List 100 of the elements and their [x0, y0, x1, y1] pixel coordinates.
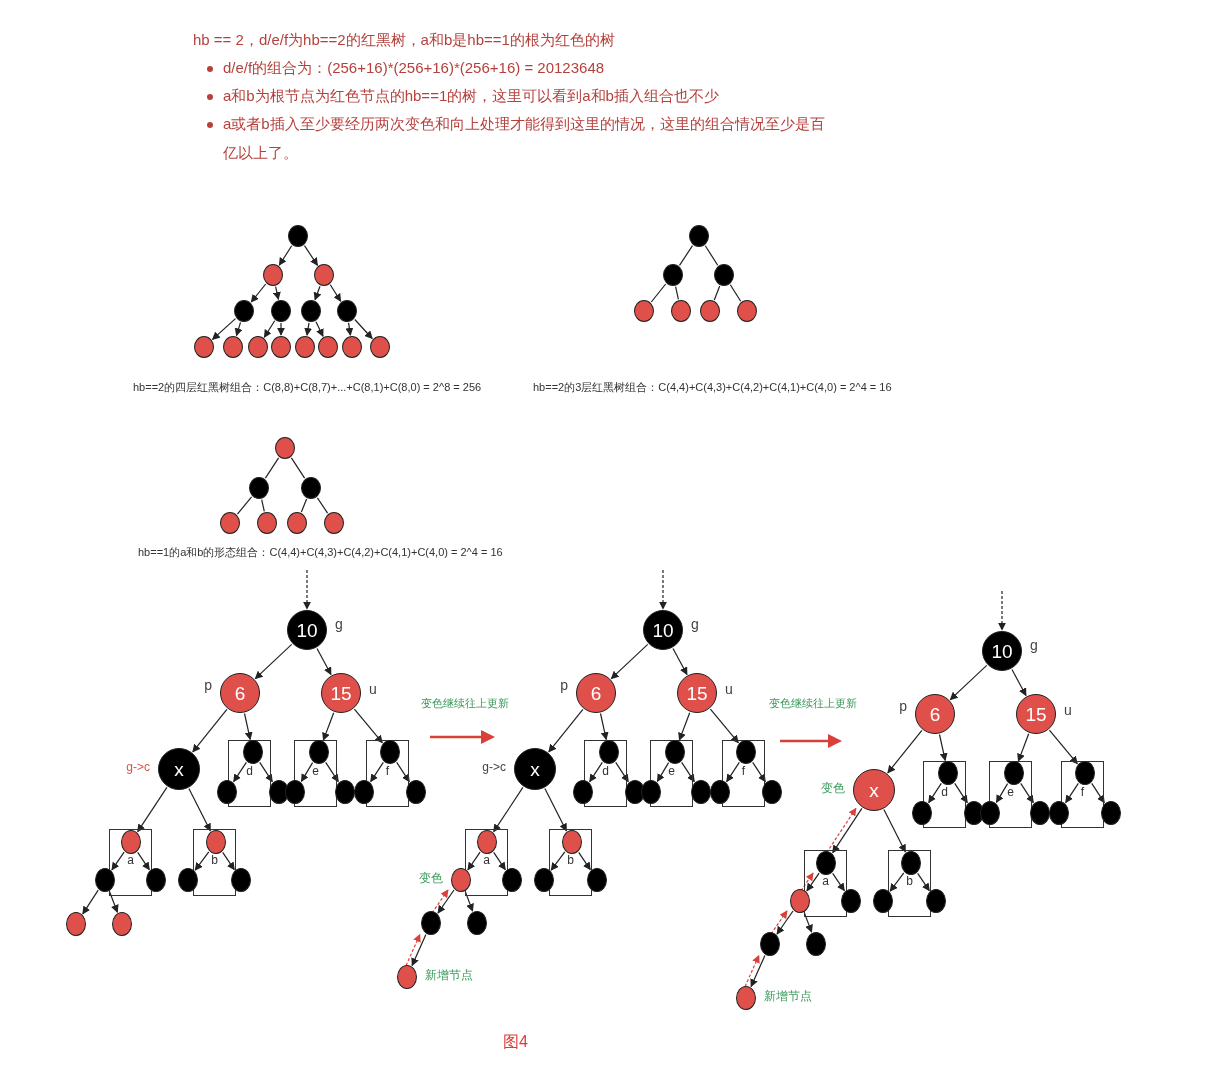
- note-text: a和b为根节点为红色节点的hb==1的树，这里可以看到a和b插入组合也不少: [223, 86, 719, 106]
- tree-arrow: [681, 761, 695, 783]
- tree-arrow: [1011, 668, 1027, 697]
- tree-node-circle: [287, 610, 327, 650]
- tree-arrow: [954, 782, 968, 804]
- tree-node-circle: [249, 477, 269, 499]
- tree-node-circle: [318, 336, 338, 358]
- tree-arrow: [889, 872, 905, 892]
- tree-node-circle: [677, 673, 717, 713]
- tree-arrow: [254, 643, 293, 680]
- tree-node-circle: [476, 829, 497, 854]
- tree-edge: [678, 245, 694, 266]
- tree-arrow: [300, 762, 314, 783]
- node-value: 6: [929, 704, 941, 724]
- tree-arrow: [544, 788, 567, 832]
- tree-arrow: [250, 283, 267, 303]
- tree-node-circle: [664, 739, 685, 764]
- tree-node-circle: [573, 780, 593, 804]
- tree-arrow: [243, 712, 253, 741]
- tree-node-circle: [112, 912, 132, 936]
- tree-node-circle: [643, 610, 683, 650]
- node-tag: g: [691, 615, 699, 634]
- subtree-label: e: [1006, 786, 1015, 798]
- subtree-label: d: [601, 765, 610, 777]
- tree-node-circle: [841, 889, 861, 913]
- tree-arrow: [304, 322, 313, 336]
- tree-node-circle: [451, 868, 471, 892]
- subtree-label: b: [566, 854, 575, 866]
- node-value: 10: [296, 620, 318, 640]
- tree-arrow: [272, 286, 281, 301]
- subtree-label: a: [821, 875, 830, 887]
- tree-node-circle: [1030, 801, 1050, 825]
- tree-node-circle: [321, 673, 361, 713]
- node-value: 10: [991, 641, 1013, 661]
- tree-node-circle: [926, 889, 946, 913]
- tree-node-circle: [178, 868, 198, 892]
- tree-node-circle: [762, 780, 782, 804]
- tree-node-circle: [263, 264, 283, 286]
- tree-edge: [713, 285, 721, 301]
- tree-arrow: [750, 954, 766, 988]
- tree-arrow: [325, 761, 339, 783]
- tree-arrow: [322, 712, 335, 741]
- node-value: x: [869, 780, 879, 800]
- tree-arrow: [354, 318, 373, 340]
- node-value: 6: [234, 683, 246, 703]
- tree-node-circle: [287, 512, 307, 534]
- tree-edge: [236, 496, 253, 515]
- tree-arrow: [109, 891, 119, 913]
- tree-node-circle: [301, 477, 321, 499]
- tree-node-circle: [285, 780, 305, 804]
- dashed-arrow: [998, 590, 1006, 631]
- tree-arrow: [234, 321, 243, 337]
- tree-arrow: [233, 761, 247, 783]
- tree-arrow: [345, 322, 354, 336]
- tree-node-circle: [379, 739, 400, 764]
- tree-arrow: [752, 761, 766, 783]
- tree-node-circle: [502, 868, 522, 892]
- tree-node-circle: [534, 868, 554, 892]
- subtree-label: e: [667, 765, 676, 777]
- tree-node-circle: [120, 829, 141, 854]
- node-tag: g->c: [126, 760, 150, 776]
- tree-node-circle: [641, 780, 661, 804]
- tree-edge: [264, 457, 280, 479]
- tree-node-circle: [736, 986, 756, 1010]
- node-tag: u: [369, 680, 377, 699]
- subtree-label: a: [126, 854, 135, 866]
- tree-node-circle: [271, 300, 291, 322]
- tree-node-circle: [576, 673, 616, 713]
- tree-arrow: [353, 708, 383, 744]
- tree-node-circle: [625, 780, 645, 804]
- node-value: 6: [590, 683, 602, 703]
- step-label: 变色继续往上更新: [769, 696, 857, 711]
- tree-arrow: [1065, 782, 1079, 804]
- tree-node-circle: [937, 760, 958, 785]
- subtree-label: e: [311, 765, 320, 777]
- tree-node-circle: [710, 780, 730, 804]
- tree-arrow: [313, 285, 322, 301]
- tree-node-circle: [982, 631, 1022, 671]
- tree-node-circle: [467, 911, 487, 935]
- tree-node-circle: [301, 300, 321, 322]
- step-label: 变色继续往上更新: [421, 696, 509, 711]
- tree-arrow: [188, 788, 211, 832]
- tree-arrow: [1048, 729, 1078, 765]
- tree-node-circle: [790, 889, 810, 913]
- node-tag: p: [899, 697, 907, 716]
- tree-node-circle: [217, 780, 237, 804]
- tree-edge: [316, 497, 329, 514]
- subtree-label: a: [482, 854, 491, 866]
- tree-arrow: [263, 320, 276, 338]
- tree-arrow: [806, 872, 820, 892]
- tree-node-circle: [671, 300, 691, 322]
- tree-node-circle: [220, 512, 240, 534]
- tree-node-circle: [514, 748, 556, 790]
- tree-arrow: [776, 910, 794, 935]
- tree-arrow: [887, 729, 923, 774]
- tree-node-circle: [95, 868, 115, 892]
- tree-node-circle: [806, 932, 826, 956]
- tree-arrow: [315, 321, 324, 337]
- tree-node-circle: [257, 512, 277, 534]
- tree-arrow: [277, 322, 285, 336]
